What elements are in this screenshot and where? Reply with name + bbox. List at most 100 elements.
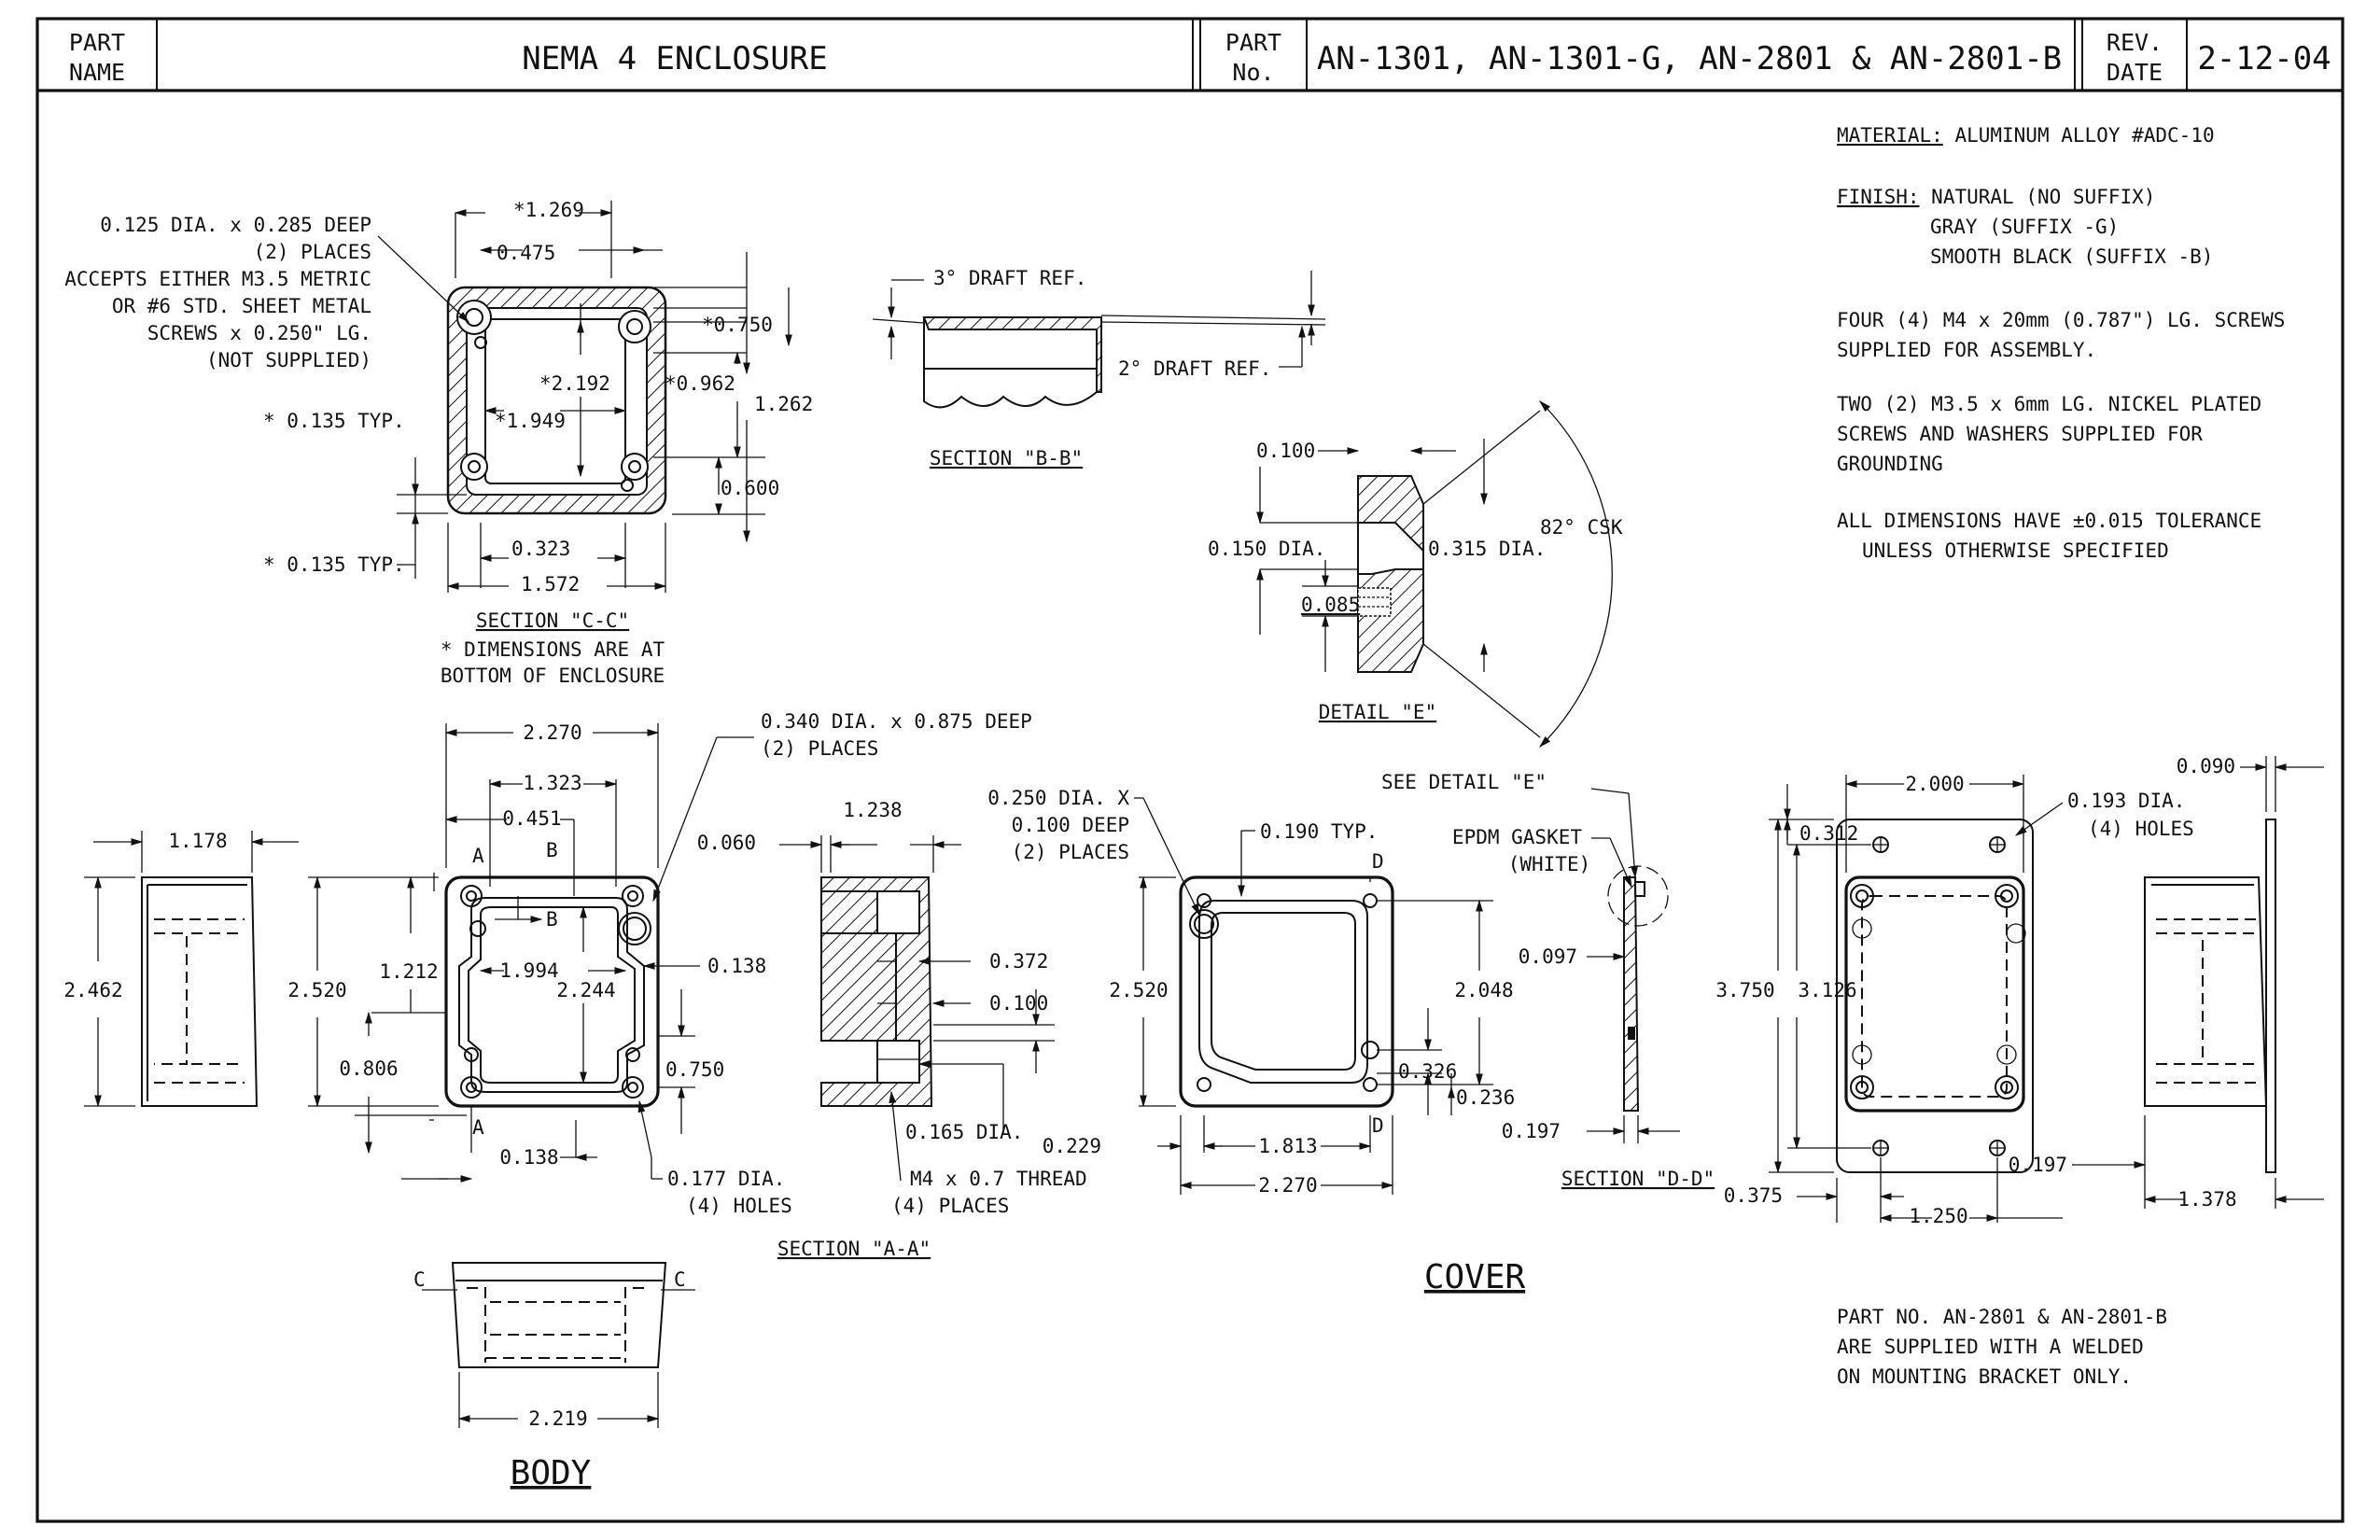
part-name-label: PART — [69, 29, 125, 56]
cover-note-2: 0.100 DEEP — [1012, 814, 1129, 836]
dim-1572: 1.572 — [521, 573, 580, 595]
svg-text:MATERIAL: ALUMINUM ALLOY #ADC-: MATERIAL: ALUMINUM ALLOY #ADC-10 — [1837, 124, 2215, 147]
section-aa-title: SECTION "A-A" — [777, 1238, 931, 1260]
dim-typ-1: * 0.135 TYP. — [263, 410, 405, 432]
dim-1269: *1.269 — [513, 199, 584, 221]
body-w0451: 0.451 — [502, 807, 561, 830]
cover-d0236: 0.236 — [1456, 1086, 1515, 1109]
part-name-label-2: NAME — [69, 59, 125, 86]
section-bb-view: 3° DRAFT REF. 2° DRAFT REF. SECTION "B-B… — [872, 267, 1326, 469]
aa-d0372: 0.372 — [989, 950, 1048, 973]
draft-2deg: 2° DRAFT REF. — [1118, 357, 1271, 380]
top-note-1: 0.340 DIA. x 0.875 DEEP — [761, 710, 1032, 733]
cc-note-4: OR #6 STD. SHEET METAL — [112, 295, 371, 317]
rev-date-label-2: DATE — [2107, 59, 2163, 86]
see-detail-e: SEE DETAIL "E" — [1381, 771, 1547, 793]
cc-note-3: ACCEPTS EITHER M3.5 METRIC — [64, 268, 371, 290]
e-dim-0315: 0.315 DIA. — [1428, 538, 1546, 560]
cover-d0326: 0.326 — [1398, 1060, 1457, 1083]
cover-d0229: 0.229 — [1043, 1135, 1101, 1157]
e-dim-0150: 0.150 DIA. — [1208, 538, 1325, 560]
bracket-note-3: ON MOUNTING BRACKET ONLY. — [1837, 1365, 2132, 1388]
cover-view: 0.250 DIA. X 0.100 DEEP (2) PLACES 0.190… — [987, 787, 1525, 1296]
general-notes: MATERIAL: ALUMINUM ALLOY #ADC-10 FINISH:… — [1837, 124, 2285, 1388]
bracket-side-view: 0.090 0.197 1.378 — [2009, 755, 2324, 1211]
finish-label: FINISH: — [1837, 186, 1920, 208]
body-h2520: 2.520 — [287, 979, 346, 1001]
body-w1323: 1.323 — [523, 772, 581, 794]
cc-note-6: (NOT SUPPLIED) — [206, 349, 371, 371]
gasket-1: EPDM GASKET — [1452, 826, 1582, 848]
dim-0750: *0.750 — [702, 314, 773, 336]
draft-3deg: 3° DRAFT REF. — [933, 267, 1086, 289]
e-csk: 82° CSK — [1540, 516, 1623, 539]
cut-d-bottom: D — [1372, 1114, 1384, 1137]
detail-e-title: DETAIL "E" — [1319, 701, 1436, 723]
br-hole-2: (4) HOLES — [2088, 818, 2194, 840]
body-h0806: 0.806 — [339, 1057, 398, 1080]
section-cc-title: SECTION "C-C" — [476, 609, 629, 632]
dim-typ-2: * 0.135 TYP. — [263, 553, 405, 576]
part-name: NEMA 4 ENCLOSURE — [522, 40, 828, 77]
screws-line-1: FOUR (4) M4 x 20mm (0.787") LG. SCREWS — [1837, 309, 2285, 331]
section-cc-view: 0.125 DIA. x 0.285 DEEP (2) PLACES ACCEP… — [64, 199, 813, 687]
br-h3750: 3.750 — [1715, 979, 1774, 1001]
material-value: ALUMINUM ALLOY #ADC-10 — [1954, 124, 2214, 147]
body-front-view: C C 2.219 BODY — [413, 1262, 695, 1492]
part-no-label: PART — [1225, 29, 1281, 56]
aa-thread-1: M4 x 0.7 THREAD — [910, 1168, 1087, 1190]
cut-d-top: D — [1372, 850, 1384, 873]
svg-text:FINISH: NATURAL (NO SUFFIX): FINISH: NATURAL (NO SUFFIX) — [1837, 186, 2155, 208]
cover-note-1: 0.250 DIA. X — [987, 787, 1129, 809]
cut-a-bottom: A — [472, 1116, 484, 1139]
grounding-line-1: TWO (2) M3.5 x 6mm LG. NICKEL PLATED — [1837, 393, 2261, 415]
body-side-view: 1.178 2.462 — [63, 830, 299, 1108]
br-h3126: 3.126 — [1798, 979, 1856, 1001]
cc-caption-1: * DIMENSIONS ARE AT — [441, 638, 665, 661]
aa-d0060: 0.060 — [697, 832, 756, 854]
body-d0138a: 0.138 — [707, 955, 766, 977]
finish-line-1: NATURAL (NO SUFFIX) — [1931, 186, 2155, 208]
cover-h2048: 2.048 — [1454, 979, 1513, 1001]
cover-note-3: (2) PLACES — [1012, 841, 1129, 863]
cc-caption-2: BOTTOM OF ENCLOSURE — [441, 665, 665, 687]
detail-e-view: 0.100 0.150 DIA. 0.315 DIA. 82° CSK 0.08… — [1208, 400, 1623, 748]
dim-0475: 0.475 — [497, 242, 555, 264]
side-width: 1.178 — [168, 830, 227, 852]
body-title: BODY — [511, 1454, 592, 1492]
grounding-line-2: SCREWS AND WASHERS SUPPLIED FOR — [1837, 423, 2203, 445]
cover-typ: 0.190 TYP. — [1260, 820, 1378, 843]
br-d0375: 0.375 — [1724, 1184, 1783, 1207]
aa-d0100: 0.100 — [989, 992, 1048, 1015]
bracket-note-1: PART NO. AN-2801 & AN-2801-B — [1837, 1306, 2167, 1328]
body-w1994: 1.994 — [499, 959, 558, 982]
rev-date-label: REV. — [2107, 29, 2163, 56]
cover-title: COVER — [1424, 1258, 1526, 1296]
br-d0090: 0.090 — [2177, 755, 2235, 777]
cut-b-top: B — [546, 839, 558, 861]
material-label: MATERIAL: — [1837, 124, 1943, 147]
tolerance-line-1: ALL DIMENSIONS HAVE ±0.015 TOLERANCE — [1837, 510, 2261, 532]
cc-note-1: 0.125 DIA. x 0.285 DEEP — [100, 214, 371, 236]
br-hole-1: 0.193 DIA. — [2067, 790, 2185, 812]
body-w2270: 2.270 — [523, 721, 581, 744]
dim-0962: *0.962 — [665, 372, 735, 395]
body-hole-note-1: 0.177 DIA. — [667, 1168, 785, 1190]
body-d0138b: 0.138 — [499, 1146, 558, 1169]
top-note-2: (2) PLACES — [761, 737, 878, 760]
e-dim-0085: 0.085 — [1301, 594, 1360, 616]
section-aa-view: 0.060 1.238 0.372 0.100 0.165 DIA. M4 x … — [697, 799, 1087, 1260]
rev-date: 2-12-04 — [2197, 40, 2331, 77]
dim-1262: 1.262 — [754, 393, 813, 415]
section-dd-title: SECTION "D-D" — [1561, 1168, 1715, 1190]
body-bottom-width: 2.219 — [528, 1407, 587, 1430]
br-w2000: 2.000 — [1905, 773, 1964, 795]
part-no-label-2: No. — [1232, 59, 1274, 86]
finish-line-2: GRAY (SUFFIX -G) — [1930, 216, 2119, 238]
screws-line-2: SUPPLIED FOR ASSEMBLY. — [1837, 339, 2096, 361]
cut-c-right: C — [674, 1268, 686, 1291]
section-bb-title: SECTION "B-B" — [930, 447, 1083, 469]
aa-d1238: 1.238 — [843, 799, 902, 821]
grounding-line-3: GROUNDING — [1837, 453, 1943, 475]
